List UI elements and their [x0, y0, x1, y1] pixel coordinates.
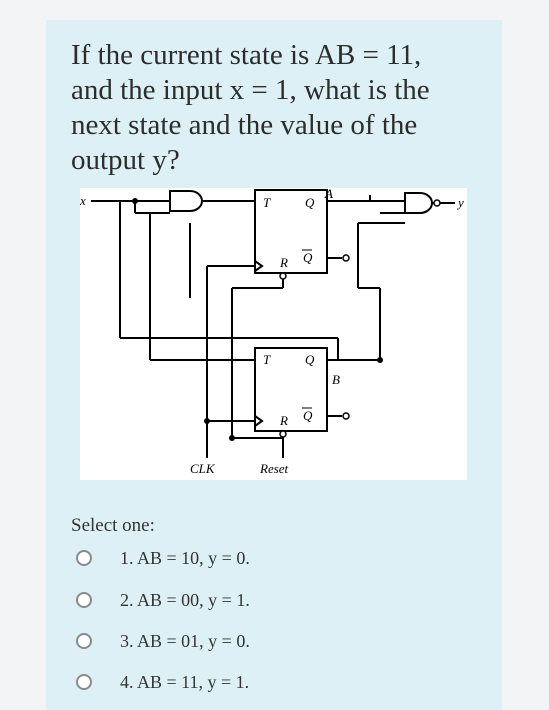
option-2[interactable]: 2. AB = 00, y = 1.: [76, 586, 456, 614]
input-x-label: x: [80, 193, 86, 208]
ff-a-q-label: Q: [305, 195, 315, 210]
option-3[interactable]: 3. AB = 01, y = 0.: [76, 627, 456, 655]
output-y-label: y: [456, 195, 464, 210]
ff-b-name-label: B: [332, 372, 340, 387]
circuit-diagram: x y T Q Q R A T Q Q R B CLK Reset: [79, 186, 467, 480]
ff-b-q-label: Q: [305, 352, 315, 367]
ff-b-qbar-label: Q: [303, 408, 313, 423]
clk-label: CLK: [190, 461, 216, 476]
ff-a-r-label: R: [279, 255, 288, 270]
option-4-radio[interactable]: [76, 674, 92, 690]
question-line-3: next state and the value of the: [71, 109, 418, 141]
question-line-2: and the input x = 1, what is the: [71, 74, 430, 106]
option-3-radio[interactable]: [76, 633, 92, 649]
ff-b-r-label: R: [279, 413, 288, 428]
ff-a-name-label: A: [324, 188, 333, 201]
question-card: If the current state is AB = 11, and the…: [46, 20, 502, 710]
option-1[interactable]: 1. AB = 10, y = 0.: [76, 544, 456, 572]
ff-b-t-label: T: [263, 352, 271, 367]
question-line-1: If the current state is AB = 11,: [71, 39, 422, 71]
question-text: If the current state is AB = 11, and the…: [71, 38, 481, 178]
option-4-label: 4. AB = 11, y = 1.: [120, 671, 250, 692]
reset-label: Reset: [259, 461, 289, 476]
option-2-label: 2. AB = 00, y = 1.: [120, 589, 250, 610]
select-one-label: Select one:: [71, 515, 155, 536]
option-1-label: 1. AB = 10, y = 0.: [120, 547, 250, 568]
option-4[interactable]: 4. AB = 11, y = 1.: [76, 668, 456, 696]
option-2-radio[interactable]: [76, 592, 92, 608]
question-line-4: output y?: [71, 144, 180, 176]
ff-a-qbar-label: Q: [303, 250, 313, 265]
option-1-radio[interactable]: [76, 550, 92, 566]
option-3-label: 3. AB = 01, y = 0.: [120, 630, 250, 651]
circuit-svg: x y T Q Q R A T Q Q R B CLK Reset: [79, 186, 464, 476]
ff-a-t-label: T: [263, 195, 271, 210]
